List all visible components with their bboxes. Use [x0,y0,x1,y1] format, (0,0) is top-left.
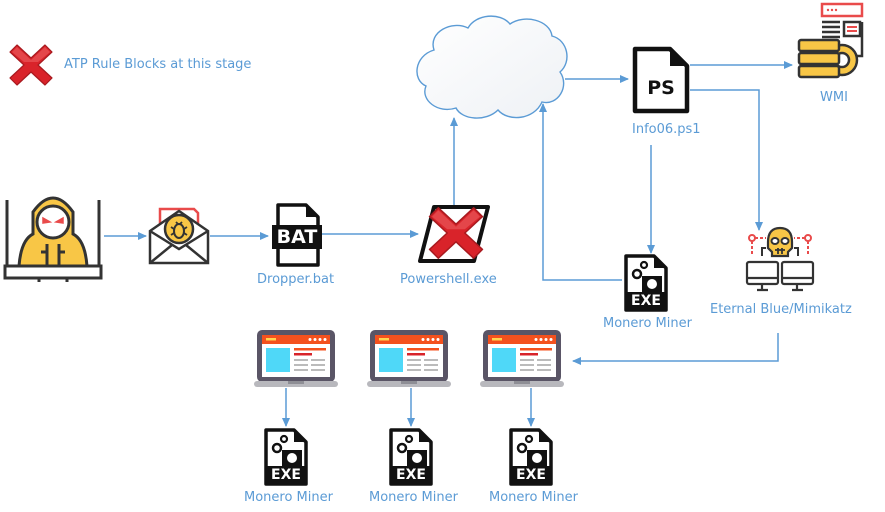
powershell-label: Powershell.exe [400,272,497,287]
arrow-miner-to-cloud [539,103,622,281]
wmi-label: WMI [820,90,848,105]
wmi-database-gear-icon [796,2,866,82]
exe-icon-text: EXE [271,467,301,483]
dropper-label: Dropper.bat [257,272,335,287]
blocked-red-x-icon [427,204,485,262]
skull-network-icon [744,226,816,296]
miner-top-label: Monero Miner [603,316,692,331]
exe-file-icon: EXE [264,428,308,486]
eternal-label: Eternal Blue/Mimikatz [710,302,852,317]
bat-file-icon: BAT [270,203,324,267]
exe-icon-text: EXE [396,467,426,483]
exe-icon-text: EXE [516,467,546,483]
bat-icon-text: BAT [276,226,318,248]
laptop-icon [254,330,338,388]
exe-file-icon: EXE [624,254,668,312]
exe-icon-text: EXE [631,293,661,309]
malicious-email-icon [148,203,210,265]
info-label: Info06.ps1 [632,122,701,137]
laptop-icon [367,330,451,388]
legend-red-x-icon [8,42,54,88]
legend-text: ATP Rule Blocks at this stage [64,57,252,72]
cloud-icon [412,12,572,124]
miner-label: Monero Miner [489,490,578,505]
exe-file-icon: EXE [389,428,433,486]
miner-label: Monero Miner [244,490,333,505]
arrow-info-to-eternal [690,89,763,231]
ps-file-icon: PS [632,46,690,114]
arrow-eternal-to-laptops [572,333,779,365]
ps-icon-text: PS [647,77,675,99]
laptop-icon [480,330,564,388]
miner-label: Monero Miner [369,490,458,505]
hacker-monitor-icon [3,182,103,282]
exe-file-icon: EXE [509,428,553,486]
